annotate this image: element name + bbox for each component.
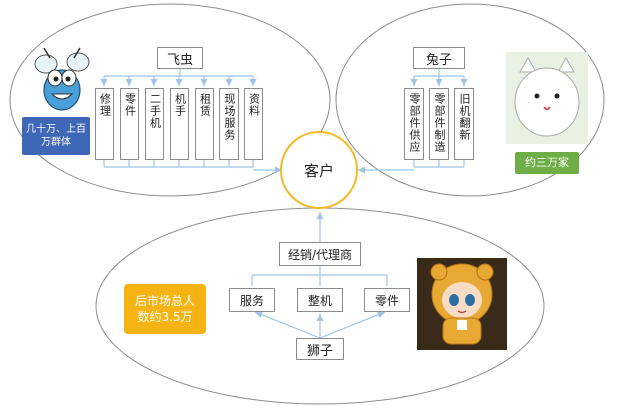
flybug-mascot-icon xyxy=(34,47,90,111)
flybug-label: 飞虫 xyxy=(166,52,193,68)
flybug-item-3: 机手 xyxy=(170,88,189,160)
lion-item-2: 零件 xyxy=(364,288,410,312)
customer-node: 客户 xyxy=(280,131,358,209)
lion-item-0: 服务 xyxy=(229,288,275,312)
rabbit-label-box: 兔子 xyxy=(413,47,465,69)
flybug-item-0: 修理 xyxy=(95,88,114,160)
customer-label: 客户 xyxy=(303,161,334,180)
rabbit-label: 兔子 xyxy=(425,52,452,68)
flybug-item-6: 资料 xyxy=(244,88,263,160)
flybug-item-5: 现场服务 xyxy=(219,88,239,160)
rabbit-note: 约三万家 xyxy=(515,152,579,174)
flybug-ellipse xyxy=(9,3,331,197)
rabbit-ellipse xyxy=(335,3,605,197)
flybug-note: 几十万、上百万群体 xyxy=(22,117,90,155)
lion-mascot-icon xyxy=(417,258,507,350)
rabbit-mascot-icon xyxy=(506,52,588,144)
lion-label-box: 狮子 xyxy=(296,338,344,360)
flybug-item-2: 二手机 xyxy=(145,88,164,160)
dealer-box: 经销/代理商 xyxy=(279,242,361,266)
flybug-label-box: 飞虫 xyxy=(157,47,203,69)
rabbit-item-0: 零部件供应 xyxy=(404,88,424,160)
lion-note: 后市场总人数约3.5万 xyxy=(124,284,206,334)
lion-label: 狮子 xyxy=(306,343,333,359)
rabbit-item-2: 旧机翻新 xyxy=(454,88,474,160)
rabbit-item-1: 零部件制造 xyxy=(429,88,449,160)
flybug-item-1: 零件 xyxy=(120,88,139,160)
lion-item-1: 整机 xyxy=(297,288,343,312)
flybug-item-4: 租赁 xyxy=(195,88,214,160)
dealer-label: 经销/代理商 xyxy=(287,247,353,262)
